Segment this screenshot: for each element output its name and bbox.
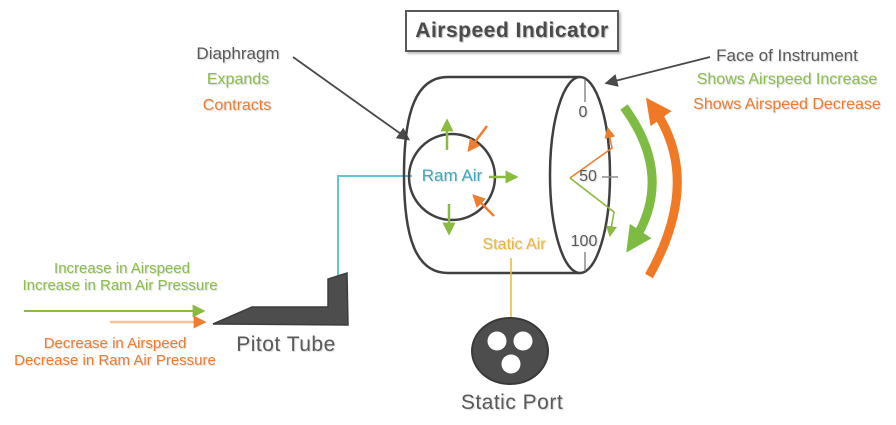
contract-arrow-bottom [472,194,495,217]
gauge-tick-50: 50 [579,168,597,185]
static-port-hole-2 [513,331,533,351]
page-title: Airspeed Indicator [405,10,619,52]
static-port-shape [471,317,549,385]
gauge-tick-100: 100 [570,233,598,250]
label-increase-airspeed: Increase in Airspeed [54,260,190,277]
needle-increase [569,177,617,238]
label-shows-increase: Shows Airspeed Increase [696,71,878,88]
label-shows-decrease: Shows Airspeed Decrease [693,96,881,113]
label-ram-air: Ram Air [421,166,483,185]
label-decrease-ram-pressure: Decrease in Ram Air Pressure [14,352,216,369]
instrument-face-ellipse [548,75,612,275]
label-contracts: Contracts [202,97,272,114]
static-port-hole-1 [487,331,507,351]
label-face-of-instrument: Face of Instrument [716,46,858,65]
static-port-hole-3 [501,354,521,374]
pitot-tube-shape [212,271,349,326]
arc-airspeed-increase-arrow [620,104,657,253]
gauge-tick-0: 0 [578,104,588,121]
label-expands: Expands [206,71,270,88]
label-static-air: Static Air [482,236,546,253]
pitot-pipe-line [337,175,412,276]
needle-decrease [569,126,616,179]
diaphragm-pointer-line [292,56,411,141]
label-decrease-airspeed: Decrease in Airspeed [43,335,187,352]
arc-airspeed-decrease-arrow [645,97,682,279]
label-diaphragm: Diaphragm [196,44,280,63]
face-pointer-line [604,56,711,87]
cylinder-body [402,75,580,275]
contract-arrow-top [467,125,488,153]
label-increase-ram-pressure: Increase in Ram Air Pressure [22,277,218,294]
label-static-port: Static Port [460,391,564,414]
label-pitot-tube: Pitot Tube [236,333,336,356]
